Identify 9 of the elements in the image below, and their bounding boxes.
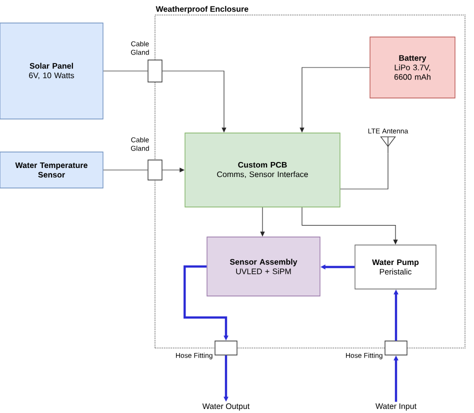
- component-box: Battery LiPo 3.7V, 6600 mAh: [370, 36, 456, 98]
- component-box: Water Temperature Sensor: [0, 152, 104, 188]
- component-box: Solar Panel 6V, 10 Watts: [0, 22, 104, 120]
- component-box: Custom PCB Comms, Sensor Interface: [184, 132, 340, 208]
- port-label: Water Input: [376, 403, 416, 411]
- component-box: Water Pump Peristalic: [354, 244, 436, 290]
- node-label: Weatherproof Enclosure: [156, 6, 248, 14]
- component-box: Sensor Assembly UVLED + SiPM: [206, 236, 320, 296]
- port-label: Water Output: [202, 403, 250, 411]
